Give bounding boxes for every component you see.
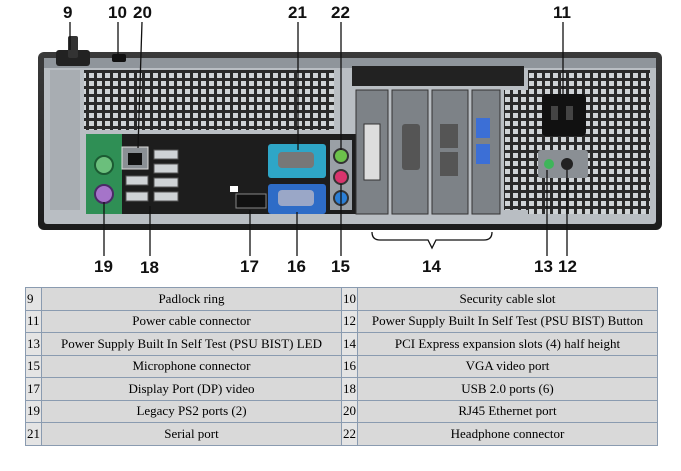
legend-number: 16 bbox=[341, 354, 358, 378]
left-side-panel bbox=[50, 70, 80, 210]
callout-21: 21 bbox=[288, 3, 307, 22]
legend-description: PCI Express expansion slots (4) half hei… bbox=[357, 332, 658, 356]
callout-10: 10 bbox=[108, 3, 127, 22]
legend-number: 18 bbox=[341, 377, 358, 401]
displayport-connector bbox=[235, 193, 267, 209]
legend-number: 13 bbox=[25, 332, 42, 356]
callout-16: 16 bbox=[287, 257, 306, 276]
legend-number: 20 bbox=[341, 399, 358, 423]
computer-rear-panel-diagram: 9 10 20 21 22 11 19 18 17 16 15 14 13 12 bbox=[38, 3, 662, 277]
right-vent-grille bbox=[504, 90, 528, 210]
microphone-connector bbox=[333, 169, 349, 185]
legend-description: Padlock ring bbox=[41, 287, 342, 311]
power-supply bbox=[528, 70, 650, 214]
callout-17: 17 bbox=[240, 257, 259, 276]
callout-13: 13 bbox=[534, 257, 553, 276]
legend-description: Microphone connector bbox=[41, 354, 342, 378]
legend-number: 15 bbox=[25, 354, 42, 378]
legend-description: Power Supply Built In Self Test (PSU BIS… bbox=[41, 332, 342, 356]
callout-9: 9 bbox=[63, 3, 72, 22]
psu-bist-led bbox=[544, 159, 554, 169]
legend-description: RJ45 Ethernet port bbox=[357, 399, 658, 423]
legend-description: Display Port (DP) video bbox=[41, 377, 342, 401]
legend-description: USB 2.0 ports (6) bbox=[357, 377, 658, 401]
callout-14: 14 bbox=[422, 257, 441, 276]
headphone-connector bbox=[333, 148, 349, 164]
legend-description: Serial port bbox=[41, 422, 342, 446]
callout-22: 22 bbox=[331, 3, 350, 22]
legend-number: 19 bbox=[25, 399, 42, 423]
legend-description: Power cable connector bbox=[41, 309, 342, 333]
legend-number: 21 bbox=[25, 422, 42, 446]
power-cable-connector bbox=[542, 94, 586, 136]
legend-number: 22 bbox=[341, 422, 358, 446]
legend-number: 17 bbox=[25, 377, 42, 401]
callout-12: 12 bbox=[558, 257, 577, 276]
legend-description: Headphone connector bbox=[357, 422, 658, 446]
legend-number: 10 bbox=[341, 287, 358, 311]
legend-description: Security cable slot bbox=[357, 287, 658, 311]
upper-vent-grille bbox=[84, 70, 334, 130]
expansion-slots bbox=[352, 66, 528, 215]
padlock-ring bbox=[56, 36, 90, 66]
usb-ports bbox=[125, 149, 179, 202]
security-cable-slot bbox=[112, 54, 126, 62]
callout-11: 11 bbox=[553, 3, 571, 22]
callout-19: 19 bbox=[94, 257, 113, 276]
legend-description: Legacy PS2 ports (2) bbox=[41, 399, 342, 423]
legend-number: 14 bbox=[341, 332, 358, 356]
legend-number: 9 bbox=[25, 287, 42, 311]
legend-description: VGA video port bbox=[357, 354, 658, 378]
legend-number: 11 bbox=[25, 309, 42, 333]
io-panel bbox=[86, 134, 356, 214]
ps2-keyboard-port bbox=[94, 155, 114, 175]
ps2-mouse-port bbox=[94, 184, 114, 204]
legend-description: Power Supply Built In Self Test (PSU BIS… bbox=[357, 309, 658, 333]
legend-number: 12 bbox=[341, 309, 358, 333]
psu-bist-button bbox=[561, 158, 573, 170]
callout-15: 15 bbox=[331, 257, 350, 276]
callout-lines bbox=[69, 21, 568, 256]
callout-20: 20 bbox=[133, 3, 152, 22]
callout-18: 18 bbox=[140, 258, 159, 277]
